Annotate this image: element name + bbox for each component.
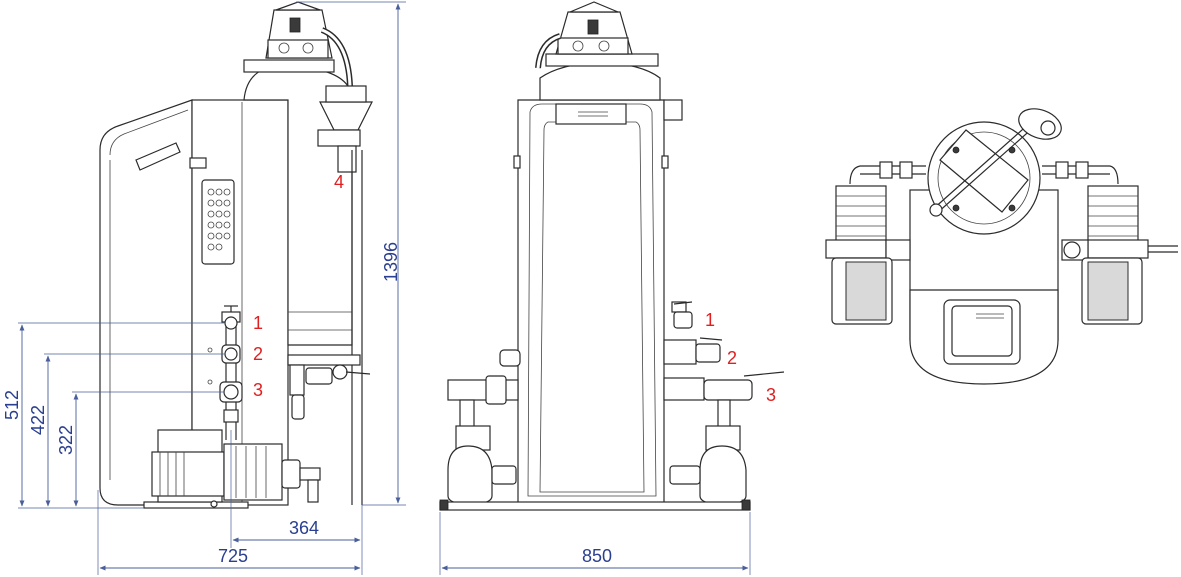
side-base-plate [143,501,249,509]
side-fitting-2 [224,347,238,361]
top-view [825,108,1178,385]
front-callout-2: 2 [727,348,737,368]
side-view [99,1,373,509]
front-valve-2 [695,343,721,363]
dim-512: 512 [2,390,22,420]
side-callout-2: 2 [253,344,263,364]
front-view [439,1,785,511]
side-fitting-1 [224,316,238,330]
front-callout-3: 3 [766,385,776,405]
callout-labels: 1 2 3 4 1 2 3 [253,172,776,405]
side-dimensions [18,1,406,575]
dim-322: 322 [56,425,76,455]
dim-850: 850 [582,546,612,566]
front-tank-top [539,61,661,101]
front-base [439,501,751,511]
side-handle-slot [135,142,181,171]
dimension-labels: 1396 512 422 322 364 725 850 [2,242,612,566]
front-dimensions [439,512,751,575]
front-valve-1 [673,311,693,329]
side-pump-body [223,443,283,501]
side-callout-4: 4 [334,172,344,192]
front-valve-3 [703,379,753,401]
keypad-buttons [207,188,231,251]
front-callout-1: 1 [705,310,715,330]
dim-1396: 1396 [381,242,401,282]
dim-364: 364 [289,518,319,538]
side-callout-3: 3 [253,380,263,400]
front-pump-left [447,445,493,505]
side-fitting-3 [223,384,239,400]
side-callout-1: 1 [253,313,263,333]
dim-725: 725 [218,546,248,566]
dim-422: 422 [28,405,48,435]
front-pump-right [699,445,747,505]
